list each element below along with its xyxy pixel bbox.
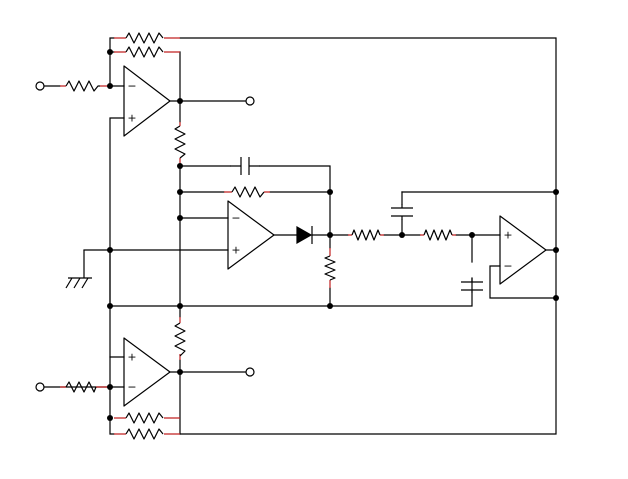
resistor-input-top [65, 80, 100, 92]
opamp-right: + − [499, 215, 547, 285]
opamp-middle: − + [227, 200, 275, 270]
resistor-feedback-top-1 [125, 32, 164, 44]
component-leads [60, 37, 456, 435]
opamp-top: − + [123, 65, 171, 137]
resistor-filter-1 [351, 229, 381, 241]
opamp-right-noninverting-sign: + [503, 229, 512, 242]
input-terminal-bottom [35, 382, 45, 392]
resistor-vertical-top [174, 125, 186, 159]
capacitor-filter-top [391, 204, 413, 220]
resistor-diode-load [324, 255, 336, 281]
junctions [107, 49, 559, 421]
resistors [65, 32, 453, 440]
diode [296, 225, 313, 245]
capacitors [230, 157, 483, 291]
output-terminal-top [245, 96, 255, 106]
resistor-feedback-top-2 [125, 46, 164, 58]
resistor-middle-feedback [231, 186, 265, 198]
resistor-input-bottom [65, 381, 97, 393]
opamp-top-noninverting-sign: + [127, 112, 136, 125]
resistor-feedback-bottom-1 [125, 412, 164, 424]
opamp-bottom: + − [123, 337, 171, 407]
opamp-right-inverting-sign: − [503, 260, 512, 273]
terminals [35, 81, 255, 392]
input-terminal-top [35, 81, 45, 91]
resistor-feedback-bottom-2 [125, 428, 164, 440]
resistor-vertical-bottom [174, 322, 186, 357]
capacitor-filter-bottom [461, 278, 483, 291]
opamp-middle-inverting-sign: − [231, 212, 240, 225]
opamp-bottom-inverting-sign: − [127, 381, 136, 394]
ground-symbol [65, 250, 92, 289]
opamp-top-inverting-sign: − [127, 80, 136, 93]
output-terminal-bottom [245, 367, 255, 377]
opamp-middle-noninverting-sign: + [231, 244, 240, 257]
resistor-filter-2 [423, 229, 453, 241]
capacitor-middle-feedback [230, 157, 260, 175]
opamp-bottom-noninverting-sign: + [127, 351, 136, 364]
